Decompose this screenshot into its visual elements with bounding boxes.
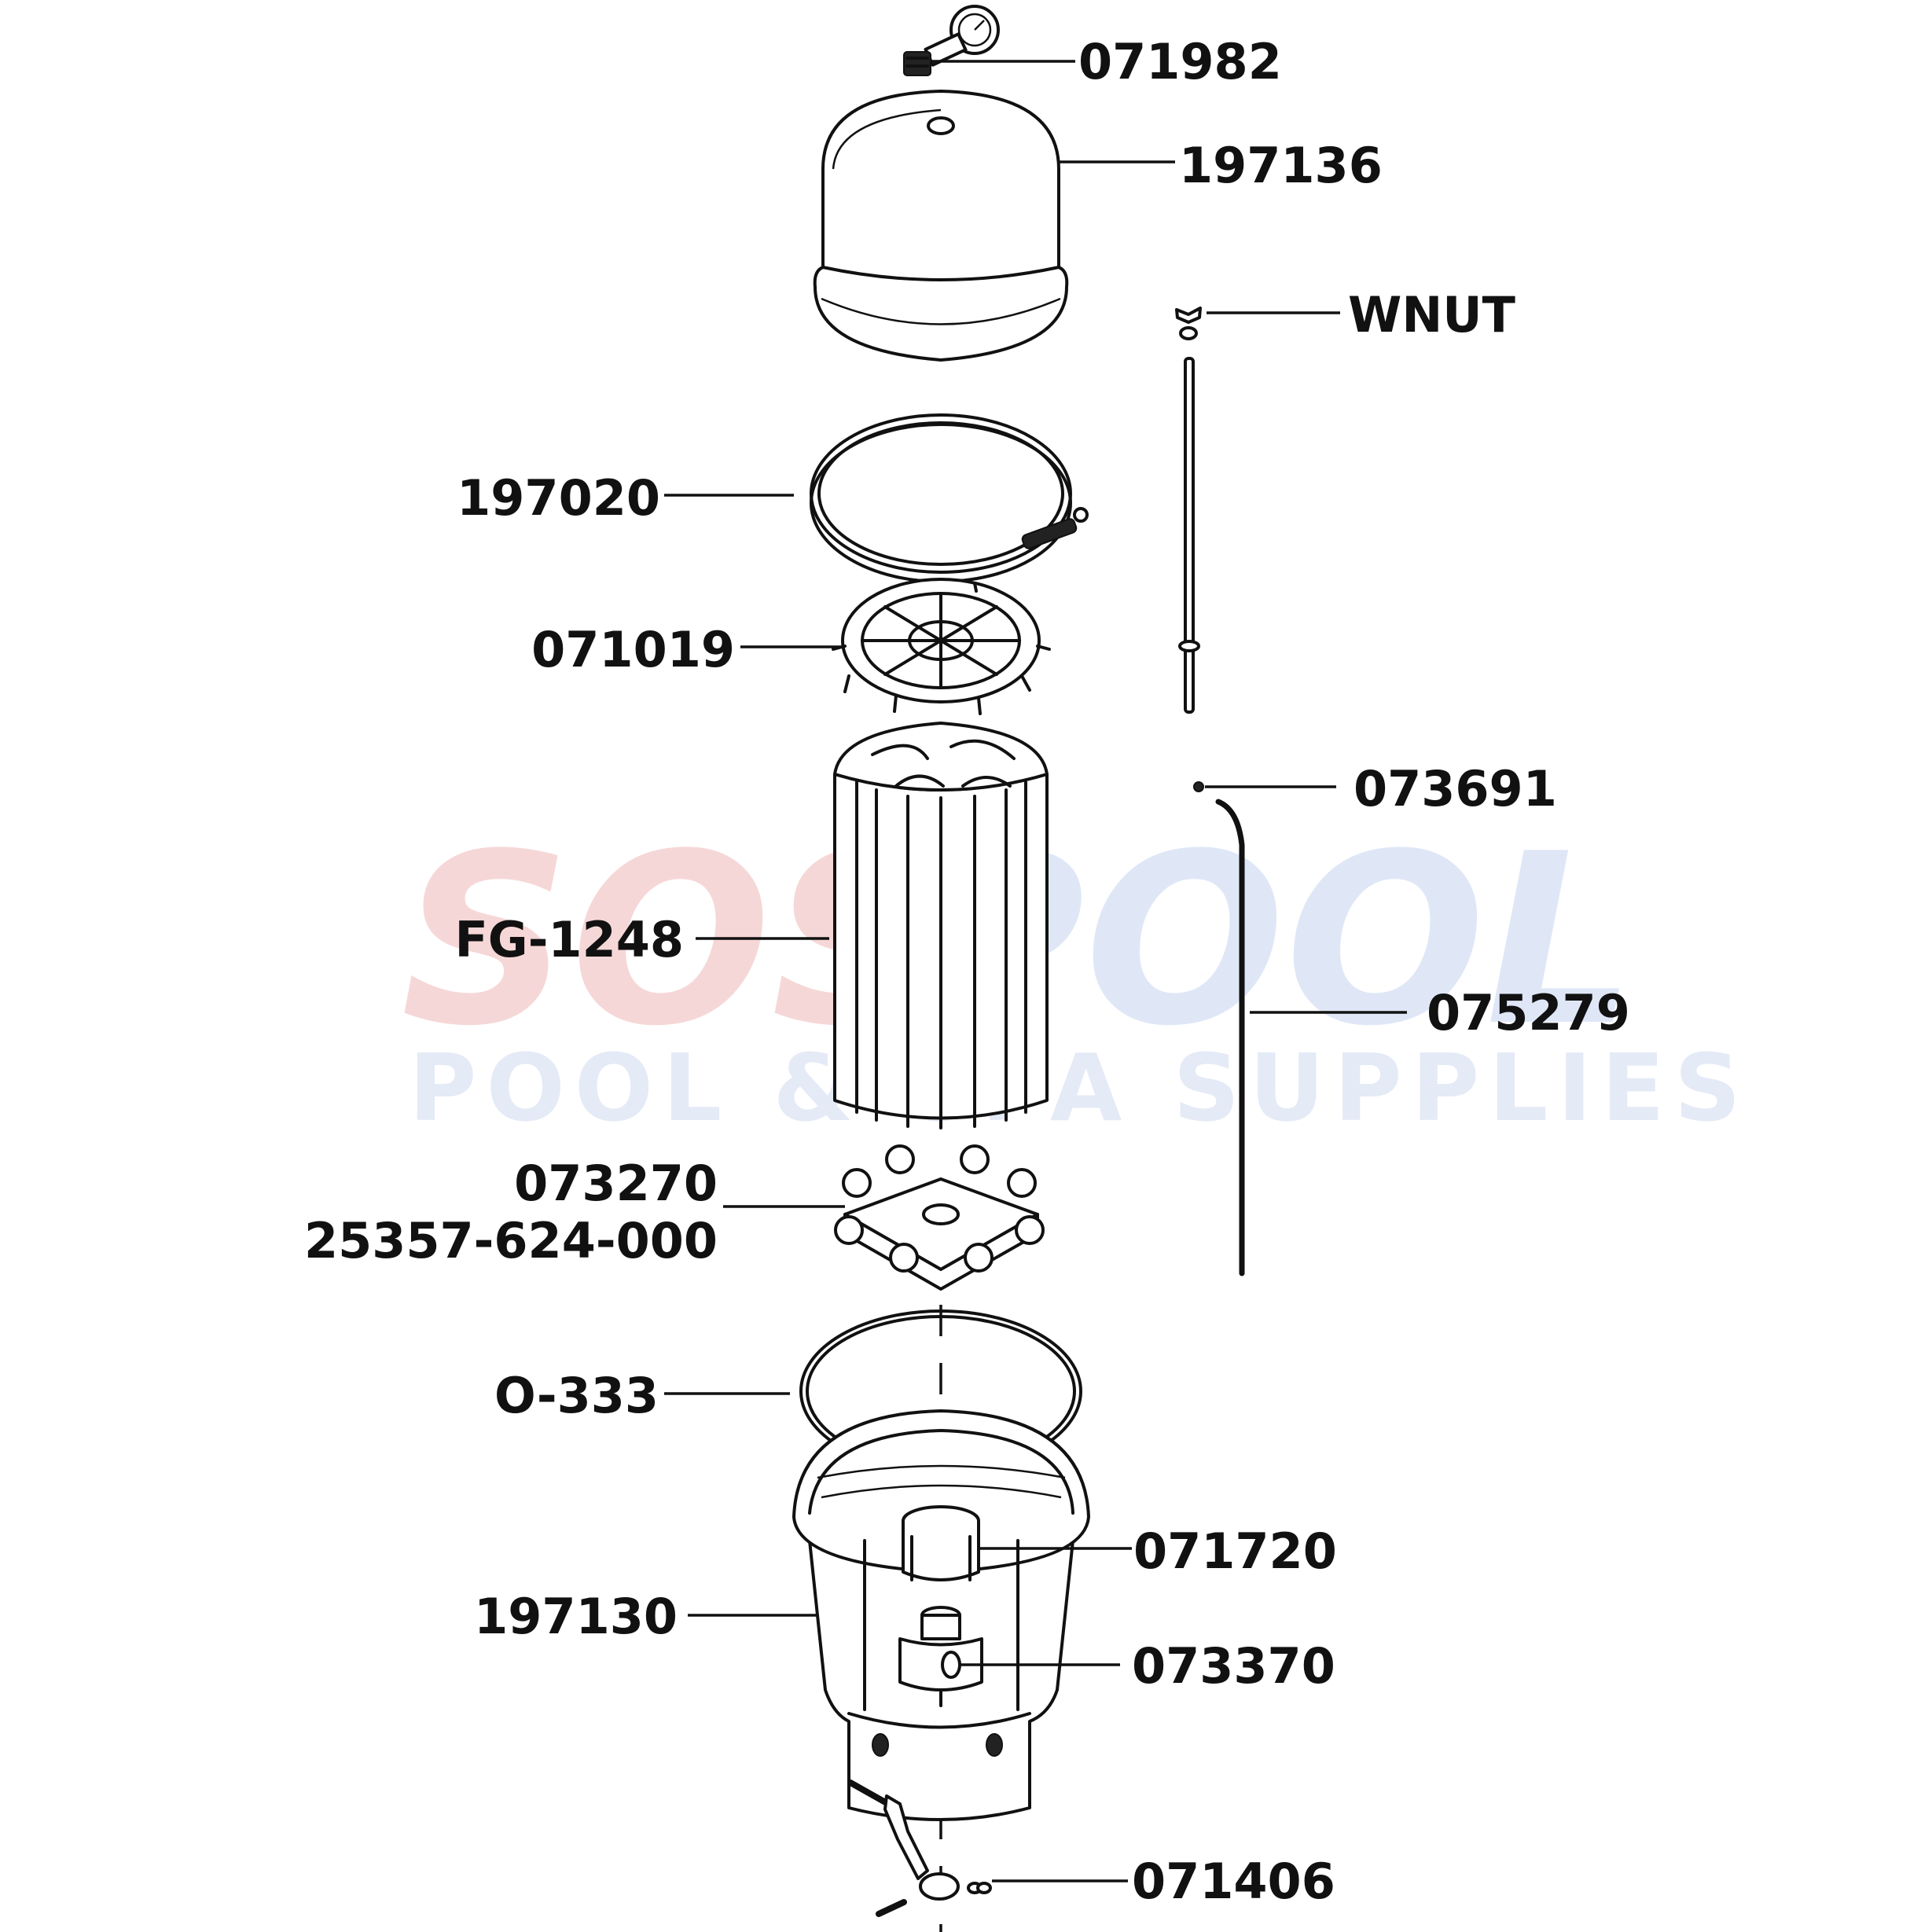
label-25357-624-000: 25357-624-000 [304,1212,718,1269]
watermark: SOS POOL POOL & SPA SUPPLIES [401,803,1750,1142]
filter-lid-drawing [813,90,1069,362]
callouts: 071982 197136 WNUT 197020 071019 073691 … [304,33,1630,1910]
handle-drawing [847,1780,992,1917]
wing-nut-drawing [1175,307,1202,340]
filter-grid-drawing [833,722,1049,1129]
label-o-333: O-333 [494,1367,659,1424]
top-manifold-drawing [832,578,1051,715]
label-075279: 075279 [1427,984,1630,1041]
tie-rod-drawing [1178,357,1200,714]
label-071982: 071982 [1078,33,1282,90]
standpipe-drawing [902,1505,980,1581]
label-073270: 073270 [514,1155,718,1212]
label-073370: 073370 [1132,1637,1335,1695]
label-197020: 197020 [457,469,660,527]
pressure-gauge-drawing [903,5,1000,76]
tube-drawing [1215,799,1245,1276]
valve-drawing [898,1606,983,1707]
label-073691: 073691 [1354,760,1557,817]
check-ball-drawing [1193,781,1204,792]
label-wnut: WNUT [1348,286,1515,343]
label-197130: 197130 [474,1588,678,1645]
label-071720: 071720 [1133,1522,1337,1580]
clamp-band-drawing [810,413,1089,583]
label-197136: 197136 [1179,137,1383,194]
label-fg-1248: FG-1248 [454,911,684,968]
label-071406: 071406 [1132,1853,1335,1910]
label-071019: 071019 [531,621,735,678]
bottom-manifold-drawing [834,1144,1045,1291]
watermark-tagline: POOL & SPA SUPPLIES [409,1034,1750,1142]
